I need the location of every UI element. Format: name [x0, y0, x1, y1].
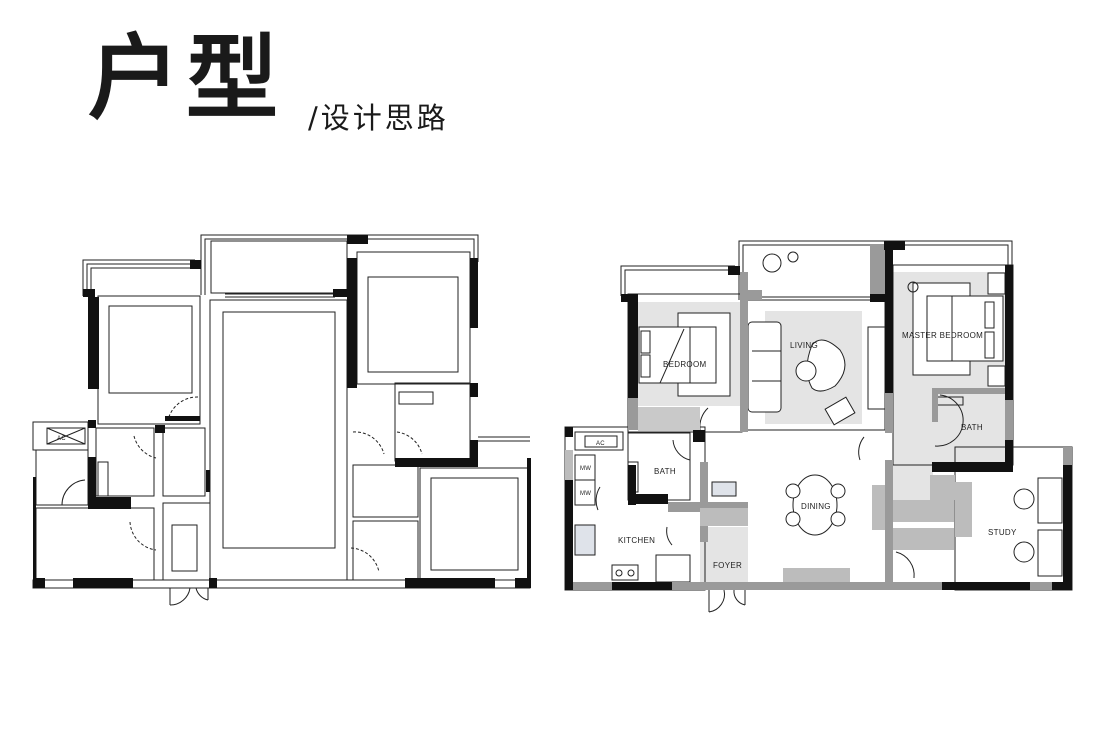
- stove: [611, 564, 639, 581]
- design-floor-plan: BEDROOM LIVING MASTER BEDROOM BATH BATH …: [564, 240, 1073, 613]
- tv-console: [783, 568, 850, 583]
- microwave-label: MW: [580, 491, 591, 497]
- room-label-dining: DINING: [801, 502, 831, 511]
- structural-walls: [565, 241, 1072, 590]
- room-label-bedroom: BEDROOM: [663, 360, 706, 369]
- room-label-kitchen: KITCHEN: [618, 536, 655, 545]
- room-label-study: STUDY: [988, 528, 1017, 537]
- dining-table: [792, 474, 838, 536]
- ac-unit: [584, 435, 618, 448]
- room-label-living: LIVING: [790, 341, 818, 350]
- page-subtitle: /设计思路: [308, 101, 449, 135]
- room-label-foyer: FOYER: [713, 561, 742, 570]
- room-label-bath: BATH: [654, 467, 676, 476]
- balcony-storage: [210, 240, 348, 294]
- original-ac-label: AC: [57, 436, 66, 442]
- ac-label: AC: [596, 441, 605, 447]
- sink: [574, 524, 596, 556]
- foyer-cabinet: [171, 524, 198, 572]
- page-title: 户型: [88, 24, 285, 132]
- living-area: [222, 311, 336, 549]
- room-block: [367, 276, 459, 373]
- room-block: [430, 477, 519, 571]
- armchair: [824, 396, 856, 426]
- room-label-master-bath: BATH: [961, 423, 983, 432]
- microwave-label: MW: [580, 466, 591, 472]
- original-floor-plan: [32, 234, 531, 606]
- sofa: [747, 321, 782, 413]
- ac-unit: [46, 427, 86, 445]
- room-label-master-bedroom: MASTER BEDROOM: [902, 331, 983, 340]
- room-block: [108, 305, 193, 394]
- original-walls: [33, 235, 531, 588]
